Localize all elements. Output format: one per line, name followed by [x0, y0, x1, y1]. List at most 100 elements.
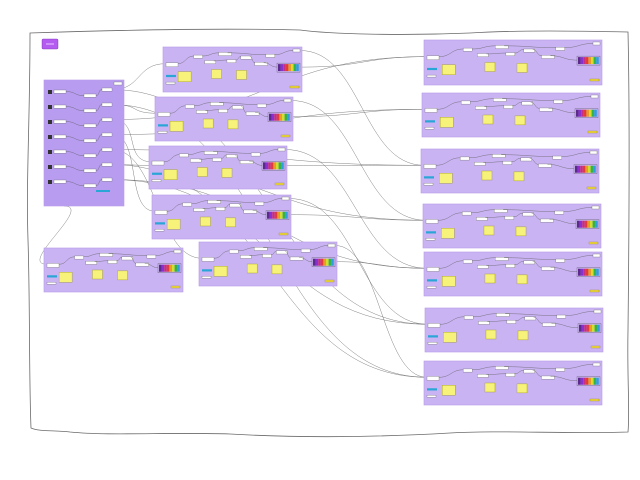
component-node[interactable]	[477, 265, 489, 269]
panel-node[interactable]	[163, 169, 178, 180]
output-node[interactable]	[591, 205, 600, 210]
bake-button[interactable]	[589, 398, 600, 402]
component-node[interactable]	[135, 262, 149, 267]
panel-node[interactable]	[177, 71, 192, 82]
param-node[interactable]	[53, 119, 67, 124]
bake-button[interactable]	[589, 289, 600, 293]
component-node[interactable]	[555, 258, 565, 263]
panel-node[interactable]	[442, 64, 456, 75]
component-node[interactable]	[460, 100, 471, 105]
component-node[interactable]	[229, 249, 239, 254]
component-node[interactable]	[232, 105, 244, 110]
component-node[interactable]	[300, 248, 311, 253]
bake-button[interactable]	[586, 186, 597, 190]
component-node[interactable]	[503, 105, 514, 109]
label-node[interactable]	[424, 127, 435, 130]
component-node[interactable]	[85, 261, 97, 265]
panel-node[interactable]	[514, 115, 526, 126]
component-node[interactable]	[542, 322, 556, 327]
bake-button[interactable]	[590, 345, 601, 349]
component-node[interactable]	[540, 218, 554, 223]
bake-button[interactable]	[280, 134, 291, 138]
panel-node[interactable]	[517, 330, 529, 341]
input-node[interactable]	[426, 267, 440, 272]
panel-node[interactable]	[202, 118, 214, 129]
component-node[interactable]	[520, 157, 532, 162]
param-node[interactable]	[53, 149, 67, 154]
component-node[interactable]	[207, 200, 221, 204]
component-node[interactable]	[276, 250, 288, 255]
component-node[interactable]	[101, 102, 113, 107]
group-left-5[interactable]	[198, 241, 338, 287]
component-node[interactable]	[521, 101, 533, 106]
component-node[interactable]	[83, 153, 97, 158]
component-node[interactable]	[83, 168, 97, 173]
component-node[interactable]	[555, 367, 565, 372]
label-node[interactable]	[425, 238, 436, 241]
component-node[interactable]	[262, 254, 272, 258]
component-node[interactable]	[556, 314, 566, 319]
group-left-4[interactable]	[151, 194, 292, 240]
bake-button[interactable]	[587, 130, 598, 134]
component-node[interactable]	[539, 107, 553, 112]
value-slider[interactable]	[158, 124, 168, 127]
input-node[interactable]	[426, 55, 440, 60]
input-node[interactable]	[423, 164, 437, 169]
component-node[interactable]	[101, 147, 113, 152]
component-node[interactable]	[496, 313, 510, 317]
param-node[interactable]	[53, 164, 67, 169]
component-node[interactable]	[185, 104, 195, 109]
value-slider[interactable]	[427, 67, 437, 71]
panel-node[interactable]	[236, 70, 247, 80]
component-node[interactable]	[182, 202, 192, 207]
component-node[interactable]	[461, 211, 472, 216]
panel-node[interactable]	[483, 225, 495, 236]
bake-button[interactable]	[170, 285, 181, 289]
panel-node[interactable]	[441, 227, 455, 239]
component-node[interactable]	[463, 315, 474, 320]
input-node[interactable]	[154, 210, 168, 215]
component-node[interactable]	[476, 217, 488, 221]
output-node[interactable]	[277, 147, 286, 152]
output-node[interactable]	[283, 98, 292, 103]
panel-node[interactable]	[439, 172, 453, 184]
component-node[interactable]	[493, 98, 507, 102]
component-node[interactable]	[478, 321, 490, 325]
input-node[interactable]	[427, 323, 441, 328]
component-node[interactable]	[555, 47, 565, 51]
value-slider[interactable]	[47, 275, 57, 278]
component-node[interactable]	[240, 55, 253, 60]
component-node[interactable]	[538, 163, 552, 168]
component-node[interactable]	[83, 183, 97, 188]
component-node[interactable]	[212, 157, 222, 162]
panel-node[interactable]	[227, 119, 239, 130]
output-node[interactable]	[593, 309, 602, 314]
component-node[interactable]	[256, 103, 267, 108]
component-node[interactable]	[218, 109, 228, 113]
component-node[interactable]	[523, 369, 535, 374]
component-node[interactable]	[101, 87, 113, 92]
component-node[interactable]	[121, 256, 134, 261]
output-node[interactable]	[292, 48, 301, 53]
input-node[interactable]	[157, 112, 171, 117]
value-slider[interactable]	[426, 231, 436, 234]
component-node[interactable]	[459, 156, 470, 161]
component-node[interactable]	[204, 150, 218, 155]
component-node[interactable]	[83, 123, 97, 128]
group-right-1[interactable]	[423, 39, 603, 86]
component-node[interactable]	[250, 152, 261, 157]
output-node[interactable]	[592, 253, 601, 258]
output-node[interactable]	[281, 196, 290, 201]
component-node[interactable]	[204, 60, 216, 64]
component-node[interactable]	[254, 62, 268, 66]
group-left-2[interactable]	[154, 96, 294, 142]
component-node[interactable]	[462, 368, 473, 373]
component-node[interactable]	[505, 373, 516, 377]
component-node[interactable]	[477, 374, 489, 378]
panel-node[interactable]	[117, 270, 128, 281]
panel-node[interactable]	[196, 167, 208, 177]
value-slider[interactable]	[427, 388, 437, 391]
component-node[interactable]	[492, 154, 506, 158]
output-node[interactable]	[327, 243, 336, 248]
panel-node[interactable]	[92, 269, 103, 280]
